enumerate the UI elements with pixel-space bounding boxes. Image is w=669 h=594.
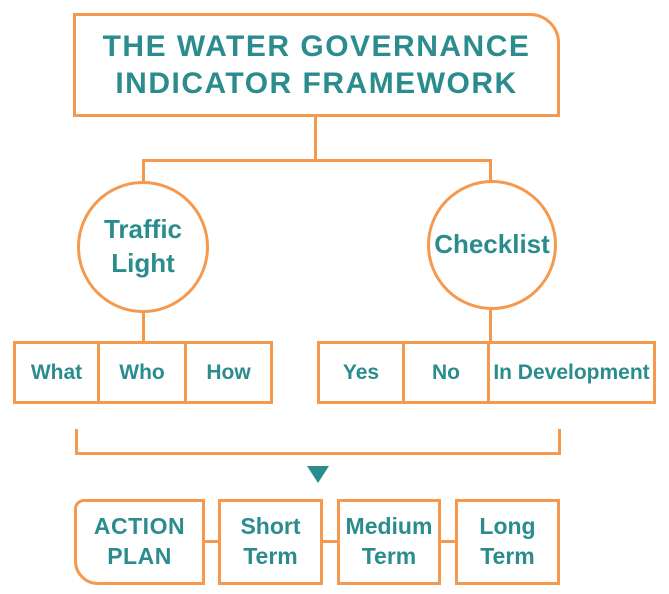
option-box-who: Who xyxy=(97,341,187,404)
term-label-line-1: Short xyxy=(240,513,301,540)
action-plan-box: ACTION PLAN xyxy=(74,499,205,585)
plan-connector-line xyxy=(441,540,455,543)
traffic-light-label-line-1: Traffic xyxy=(103,214,183,245)
checklist-circle: Checklist xyxy=(427,180,557,310)
option-box-in-development: In Development xyxy=(487,341,656,404)
option-box-how: How xyxy=(184,341,273,404)
option-label: Who xyxy=(119,360,165,384)
term-label-line-2: Term xyxy=(480,543,535,569)
term-box-long: Long Term xyxy=(455,499,560,585)
title-line-2: INDICATOR FRAMEWORK xyxy=(115,67,518,100)
option-label: In Development xyxy=(493,360,650,384)
checklist-label: Checklist xyxy=(434,229,550,260)
plan-connector-line xyxy=(205,540,218,543)
gathering-bracket-line xyxy=(75,429,561,455)
title-box: THE WATER GOVERNANCE INDICATOR FRAMEWORK xyxy=(73,13,560,117)
option-box-what: What xyxy=(13,341,100,404)
option-label: How xyxy=(206,360,251,384)
term-box-medium: Medium Term xyxy=(337,499,441,585)
option-box-yes: Yes xyxy=(317,341,405,404)
plan-connector-line xyxy=(323,540,337,543)
action-plan-label-line-1: ACTION xyxy=(93,513,186,540)
option-box-no: No xyxy=(402,341,490,404)
title-connector-line xyxy=(314,117,317,159)
down-triangle-icon xyxy=(307,466,329,483)
checklist-connector-line xyxy=(489,309,492,342)
traffic-light-label-line-2: Light xyxy=(111,248,175,278)
traffic-light-circle: Traffic Light xyxy=(77,181,209,313)
option-label: No xyxy=(432,360,460,384)
title-line-1: THE WATER GOVERNANCE xyxy=(102,29,531,63)
option-label: Yes xyxy=(342,360,380,384)
branch-split-line xyxy=(142,159,492,183)
option-label: What xyxy=(30,360,83,384)
term-label-line-2: Term xyxy=(361,543,417,569)
term-label-line-1: Medium xyxy=(345,513,433,540)
term-box-short: Short Term xyxy=(218,499,323,585)
term-label-line-2: Term xyxy=(243,543,298,569)
traffic-light-connector-line xyxy=(142,312,145,342)
action-plan-label-line-2: PLAN xyxy=(107,543,172,569)
term-label-line-1: Long xyxy=(479,513,536,540)
